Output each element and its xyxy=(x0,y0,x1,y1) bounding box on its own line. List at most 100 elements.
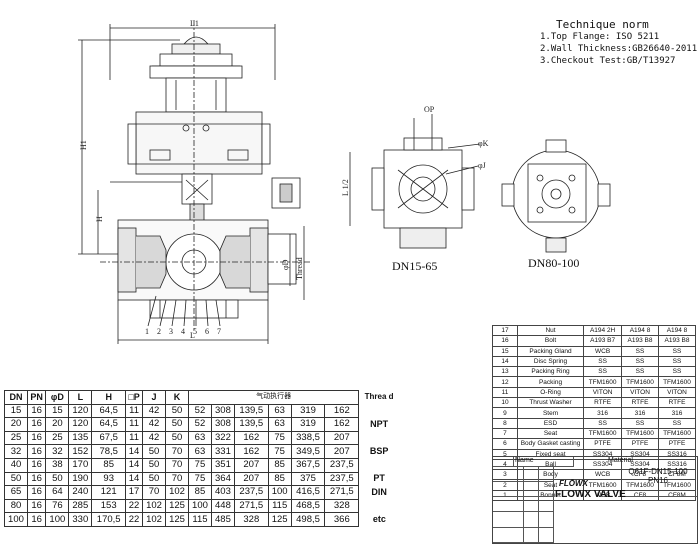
part-callout: 3 xyxy=(169,327,173,336)
part-callout: 1 xyxy=(145,327,149,336)
bom-cell: Packing Ring xyxy=(516,366,585,378)
bom-cell: RTFE xyxy=(658,397,696,409)
bom-cell: 10 xyxy=(492,397,518,409)
table-cell: 70 xyxy=(165,444,189,459)
bom-cell: A193 B8 xyxy=(658,335,696,347)
table-cell: 16 xyxy=(26,403,47,419)
table-cell: 64,5 xyxy=(91,417,127,432)
view-label-dn15-65: DN15-65 xyxy=(392,259,438,273)
bom-cell: SS xyxy=(658,417,696,429)
title-block-material-label: Material xyxy=(608,457,633,464)
table-cell: 331 xyxy=(210,444,235,459)
table-cell: 50 xyxy=(142,471,167,487)
table-cell: 85 xyxy=(187,485,212,500)
bom-cell: SS xyxy=(658,355,696,368)
table-cell: 38 xyxy=(45,457,70,473)
dim-j-label: φJ xyxy=(478,161,486,170)
table-cell: 75 xyxy=(267,430,292,446)
table-cell: 42 xyxy=(142,403,167,419)
table-cell: 50 xyxy=(165,430,189,446)
table-cell: 139,5 xyxy=(233,403,269,419)
thread-type: PT xyxy=(373,473,385,484)
bom-cell: SS xyxy=(621,366,659,378)
table-cell: 11 xyxy=(125,403,144,419)
table-cell: 498,5 xyxy=(290,512,326,527)
part-callout: 2 xyxy=(157,327,161,336)
bom-cell: PTFE xyxy=(621,438,659,450)
table-cell: 207 xyxy=(324,444,360,459)
title-block-name-label: Name xyxy=(515,457,534,464)
technique-norm-item: 3.Checkout Test:GB/T13927 xyxy=(540,56,676,66)
table-cell: 76 xyxy=(45,498,70,514)
table-cell: 52 xyxy=(187,417,212,432)
table-cell: 102 xyxy=(165,485,189,500)
header-cell: K xyxy=(165,390,189,405)
table-cell: 162 xyxy=(233,430,269,446)
table-cell: 338,5 xyxy=(290,430,326,446)
bom-cell: 316 xyxy=(658,407,696,419)
table-cell: 75 xyxy=(187,471,212,487)
table-cell: 50 xyxy=(4,471,28,487)
bom-cell: O-Ring xyxy=(516,386,585,399)
bom-cell: Stem xyxy=(516,407,585,419)
table-cell: 100 xyxy=(267,485,292,500)
table-cell: 75 xyxy=(187,457,212,473)
table-cell: 125 xyxy=(165,512,189,527)
table-cell: 50 xyxy=(165,403,189,419)
table-cell: 237,5 xyxy=(324,457,360,473)
table-cell: 170 xyxy=(68,457,93,473)
header-cell: 气动执行器 xyxy=(187,390,360,405)
bom-cell: 13 xyxy=(492,366,518,378)
bom-cell: ESD xyxy=(516,417,585,429)
table-cell: 11 xyxy=(125,430,144,446)
table-cell: 40 xyxy=(4,457,28,473)
table-cell: 70 xyxy=(142,485,167,500)
table-cell: 50 xyxy=(45,471,70,487)
table-cell: 319 xyxy=(290,417,326,432)
thread-type: etc xyxy=(372,513,386,524)
table-cell: 375 xyxy=(290,471,326,487)
bom-cell: 17 xyxy=(492,324,518,337)
table-cell: 75 xyxy=(267,444,292,459)
thread-type: BSP xyxy=(369,445,389,456)
table-cell: 14 xyxy=(125,457,144,473)
part-callout: 4 xyxy=(181,327,185,336)
bom-cell: 8 xyxy=(492,417,518,429)
technique-norm-item: 2.Wall Thickness:GB26640-2011 xyxy=(540,44,698,54)
table-cell: 67,5 xyxy=(91,430,127,446)
bom-cell: 14 xyxy=(492,355,518,368)
table-cell: 468,5 xyxy=(290,498,326,514)
table-cell: 328 xyxy=(233,512,269,527)
table-cell: 20 xyxy=(45,417,70,432)
header-cell: □P xyxy=(125,390,144,405)
header-cell-thread: Threa d xyxy=(364,392,394,402)
bom-cell: 316 xyxy=(621,407,659,419)
table-cell: 85 xyxy=(91,457,127,473)
table-cell: 64,5 xyxy=(91,403,127,419)
bom-cell: TFM1600 xyxy=(583,376,623,388)
table-cell: 32 xyxy=(4,444,28,459)
bom-cell: 316 xyxy=(583,407,623,419)
bom-cell: 6 xyxy=(492,438,518,450)
bom-cell: Seat xyxy=(516,427,585,440)
technique-norm-title: Technique norm xyxy=(556,18,649,31)
table-cell: 15 xyxy=(4,403,28,419)
dim-thread-label: Thread xyxy=(295,257,304,280)
table-cell: 366 xyxy=(324,512,360,527)
bom-cell: Bolt xyxy=(516,335,585,347)
table-cell: 207 xyxy=(324,430,360,446)
table-cell: 416,5 xyxy=(290,485,326,500)
table-cell: 16 xyxy=(26,498,47,514)
